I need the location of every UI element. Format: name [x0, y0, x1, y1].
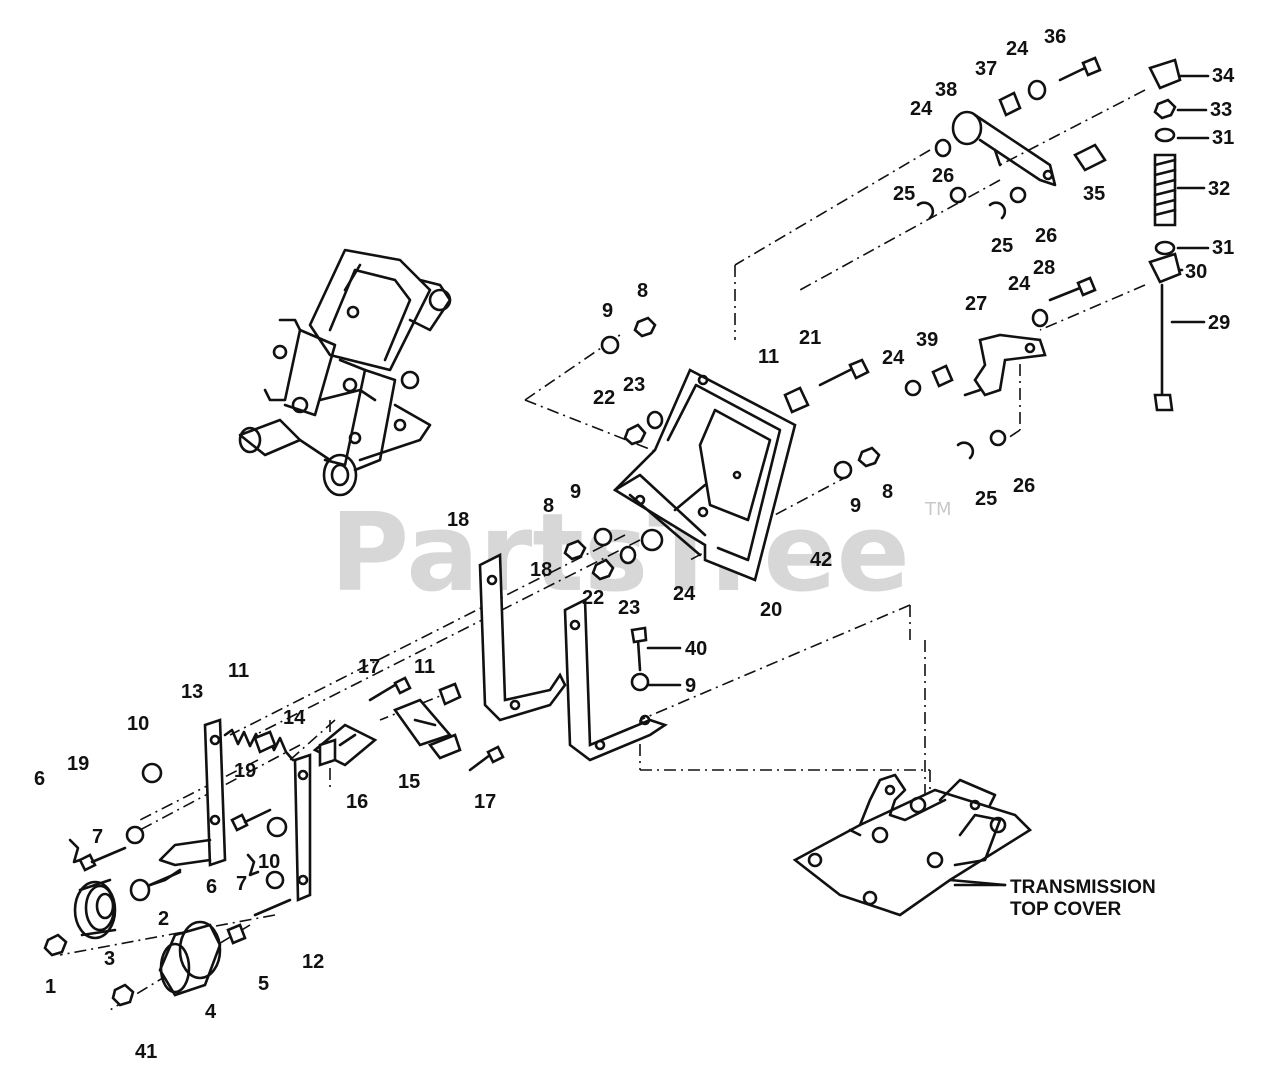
lever-13 — [203, 718, 227, 867]
lever-12 — [293, 753, 312, 902]
spacer-5 — [226, 923, 247, 945]
callout-26: 26 — [1013, 475, 1035, 497]
callout-9: 9 — [570, 481, 581, 503]
callout-23: 23 — [623, 374, 645, 396]
callout-19: 19 — [67, 753, 89, 775]
watermark-tm: TM — [924, 499, 952, 520]
callout-7: 7 — [236, 873, 247, 895]
callout-25: 25 — [975, 488, 997, 510]
callout-8: 8 — [882, 481, 893, 503]
lever-38 — [951, 110, 1057, 187]
callout-35: 35 — [1083, 183, 1105, 205]
pulley-3 — [73, 878, 117, 940]
lever-27 — [963, 333, 1047, 397]
hardware-nuts-washers — [43, 79, 1177, 1007]
callout-22: 22 — [582, 587, 604, 609]
callout-3: 3 — [104, 948, 115, 970]
callout-24: 24 — [673, 583, 696, 605]
callout-6: 6 — [206, 876, 217, 898]
transmission-top-cover — [792, 773, 1033, 917]
callout-31: 31 — [1212, 237, 1234, 259]
callout-37: 37 — [975, 58, 997, 80]
callout-28: 28 — [1033, 257, 1055, 279]
callout-24: 24 — [882, 347, 905, 369]
callout-26: 26 — [1035, 225, 1057, 247]
callout-13: 13 — [181, 681, 203, 703]
pedal-plate-assembly — [612, 368, 797, 582]
callout-24: 24 — [910, 98, 933, 120]
callout-4: 4 — [205, 1001, 217, 1023]
callout-5: 5 — [258, 973, 269, 995]
callout-42: 42 — [810, 549, 832, 571]
callout-18: 18 — [447, 509, 469, 531]
callout-8: 8 — [637, 280, 648, 302]
bracket-15 — [392, 698, 462, 760]
callout-labels: 1 2 3 4 5 6 6 7 7 8 8 8 9 9 9 9 10 10 11… — [34, 26, 1235, 1063]
callout-34: 34 — [1212, 65, 1235, 87]
callout-6: 6 — [34, 768, 45, 790]
callout-36: 36 — [1044, 26, 1066, 48]
inset-assembly-view — [238, 248, 452, 497]
hardware-bolts-spacers — [78, 56, 1182, 917]
callout-18: 18 — [530, 559, 552, 581]
callout-32: 32 — [1208, 178, 1230, 200]
callout-25: 25 — [991, 235, 1013, 257]
callout-27: 27 — [965, 293, 987, 315]
callout-11: 11 — [228, 660, 249, 682]
callout-25: 25 — [893, 183, 915, 205]
callout-33: 33 — [1210, 99, 1232, 121]
callout-20: 20 — [760, 599, 782, 621]
callout-10: 10 — [127, 713, 149, 735]
callout-11: 11 — [414, 656, 435, 678]
roller-4 — [158, 920, 222, 997]
callout-2: 2 — [158, 908, 169, 930]
transmission-top-cover-label-line1: TRANSMISSION — [1010, 877, 1156, 898]
callout-7: 7 — [92, 826, 103, 848]
callout-31: 31 — [1212, 127, 1234, 149]
callout-24: 24 — [1006, 38, 1029, 60]
callout-22: 22 — [593, 387, 615, 409]
callout-9: 9 — [685, 675, 696, 697]
callout-11: 11 — [758, 346, 779, 368]
callout-29: 29 — [1208, 312, 1230, 334]
callout-1: 1 — [45, 976, 56, 998]
callout-12: 12 — [302, 951, 324, 973]
callout-ticks — [646, 74, 1210, 887]
callout-9: 9 — [850, 495, 861, 517]
callout-19: 19 — [234, 760, 256, 782]
callout-15: 15 — [398, 771, 420, 793]
callout-41: 41 — [135, 1041, 157, 1063]
callout-16: 16 — [346, 791, 368, 813]
callout-9: 9 — [602, 300, 613, 322]
callout-8: 8 — [543, 495, 554, 517]
u-rod — [148, 838, 212, 887]
callout-26: 26 — [932, 165, 954, 187]
callout-17: 17 — [358, 656, 380, 678]
bracket-18-right — [563, 597, 668, 762]
callout-38: 38 — [935, 79, 957, 101]
bracket-16 — [312, 723, 378, 767]
callout-10: 10 — [258, 851, 280, 873]
bracket-18-left — [478, 552, 567, 722]
callout-21: 21 — [799, 327, 821, 349]
callout-30: 30 — [1185, 261, 1207, 283]
callout-14: 14 — [283, 707, 306, 729]
callout-17: 17 — [474, 791, 496, 813]
callout-39: 39 — [916, 329, 938, 351]
callout-40: 40 — [685, 638, 707, 660]
callout-24: 24 — [1008, 273, 1031, 295]
transmission-top-cover-label-line2: TOP COVER — [1010, 899, 1121, 920]
callout-23: 23 — [618, 597, 640, 619]
